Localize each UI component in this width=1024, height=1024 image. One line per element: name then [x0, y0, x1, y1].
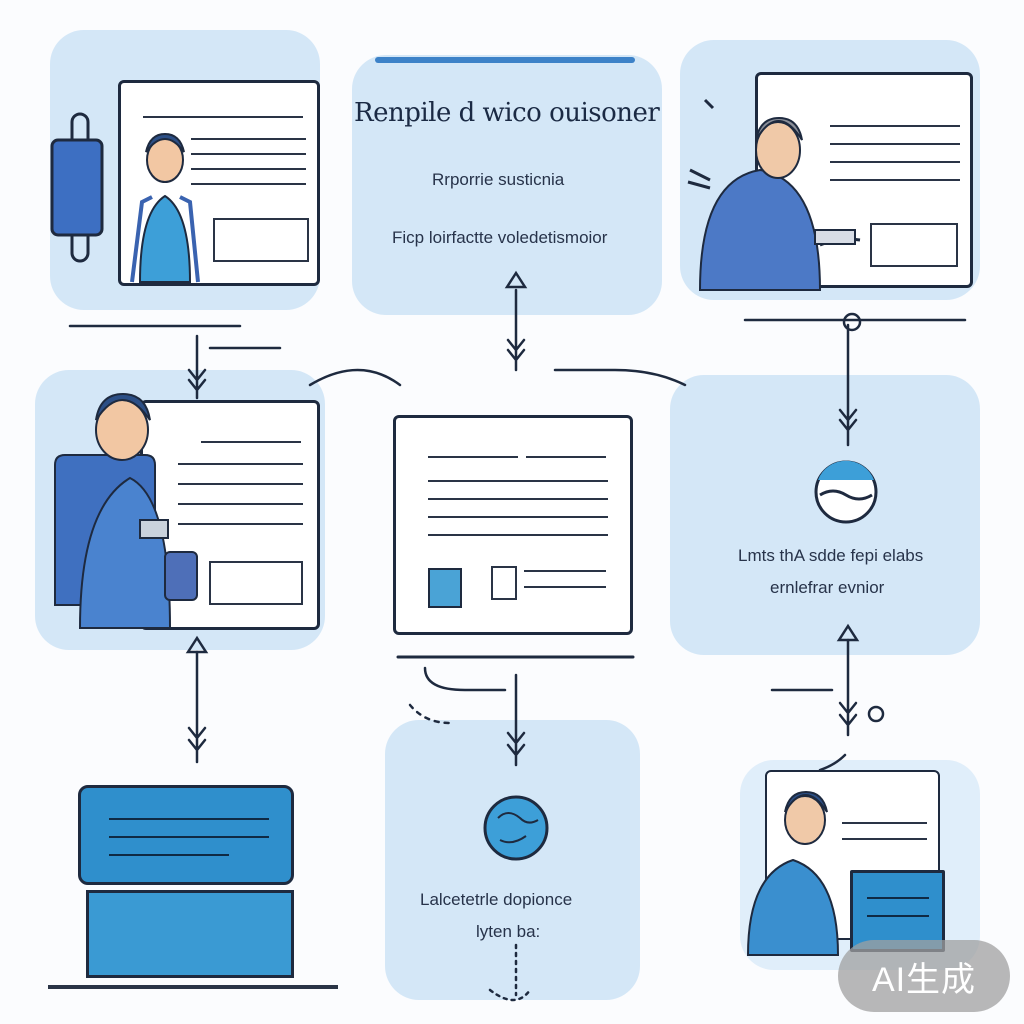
right-panel-line1: Lmts thA sdde fepi elabs — [738, 546, 924, 565]
text-line — [526, 456, 606, 458]
text-line — [109, 854, 229, 856]
text-line — [428, 480, 608, 482]
text-line — [842, 838, 927, 840]
ai-generated-watermark: AI生成 — [838, 940, 1010, 1012]
globe-circle-icon — [483, 795, 549, 861]
text-line — [178, 463, 303, 465]
text-line — [191, 138, 306, 140]
text-line — [830, 179, 960, 181]
down-arrow — [506, 673, 526, 767]
arrow-head — [185, 635, 209, 654]
text-line — [428, 456, 518, 458]
wave-circle-icon — [814, 460, 878, 524]
connector-curve — [553, 368, 687, 387]
connector-line — [68, 324, 282, 350]
header-subtitle: Rrporrie susticnia — [432, 170, 565, 189]
person-figure-top-right — [687, 98, 861, 291]
bottom-panel-line1: Lalcetetrle dopionce — [420, 890, 573, 909]
text-line — [178, 503, 303, 505]
binder-clip-icon — [50, 112, 104, 263]
down-arrow — [838, 638, 858, 737]
person-figure-mid-left — [54, 392, 198, 629]
text-line — [524, 570, 606, 572]
text-line — [191, 168, 306, 170]
panel-top-center — [352, 55, 662, 315]
document-card-center — [393, 415, 633, 635]
text-line — [524, 586, 606, 588]
down-arrow — [838, 323, 858, 447]
text-line — [428, 534, 608, 536]
connector-curve — [308, 368, 402, 387]
header-caption: Ficp loirfactte voledetismoior — [392, 228, 608, 247]
small-monitor — [850, 870, 945, 952]
bottom-panel-line2: lyten ba: — [476, 922, 541, 941]
connector-curve — [818, 753, 847, 772]
down-arrow — [187, 650, 207, 764]
inner-box — [209, 561, 303, 605]
laptop-screen — [78, 785, 294, 885]
text-line — [842, 822, 927, 824]
connector-curve — [423, 666, 507, 692]
document-card-top-right — [755, 72, 973, 288]
text-line — [109, 836, 269, 838]
header-accent-bar — [375, 57, 635, 63]
text-line — [428, 516, 608, 518]
person-figure-top-left — [130, 132, 200, 283]
text-line — [191, 183, 306, 185]
right-panel-line2: ernlefrar evnior — [770, 578, 885, 597]
dashed-connector — [408, 703, 452, 725]
text-line — [143, 116, 213, 118]
inner-box — [213, 218, 309, 262]
text-line — [178, 483, 303, 485]
laptop-keyboard — [86, 890, 294, 978]
text-line — [178, 523, 303, 525]
text-line — [867, 915, 929, 917]
image-thumbnail — [428, 568, 462, 608]
text-line — [830, 161, 960, 163]
person-figure-bottom-right — [746, 790, 840, 956]
down-arrow — [506, 288, 526, 372]
text-line — [213, 116, 303, 118]
text-line — [428, 498, 608, 500]
text-line — [201, 441, 301, 443]
text-line — [867, 897, 929, 899]
text-line — [830, 125, 960, 127]
inner-box — [870, 223, 958, 267]
down-arrow — [187, 334, 207, 400]
arrow-head — [504, 270, 528, 289]
dashed-connector — [488, 943, 532, 1002]
text-line — [191, 153, 306, 155]
laptop-ground-line — [48, 985, 338, 989]
arrow-head — [836, 623, 860, 642]
text-line — [109, 818, 269, 820]
header-title: Renpile d wico ouisoner — [354, 98, 660, 128]
text-line — [830, 143, 960, 145]
small-doc — [491, 566, 517, 600]
